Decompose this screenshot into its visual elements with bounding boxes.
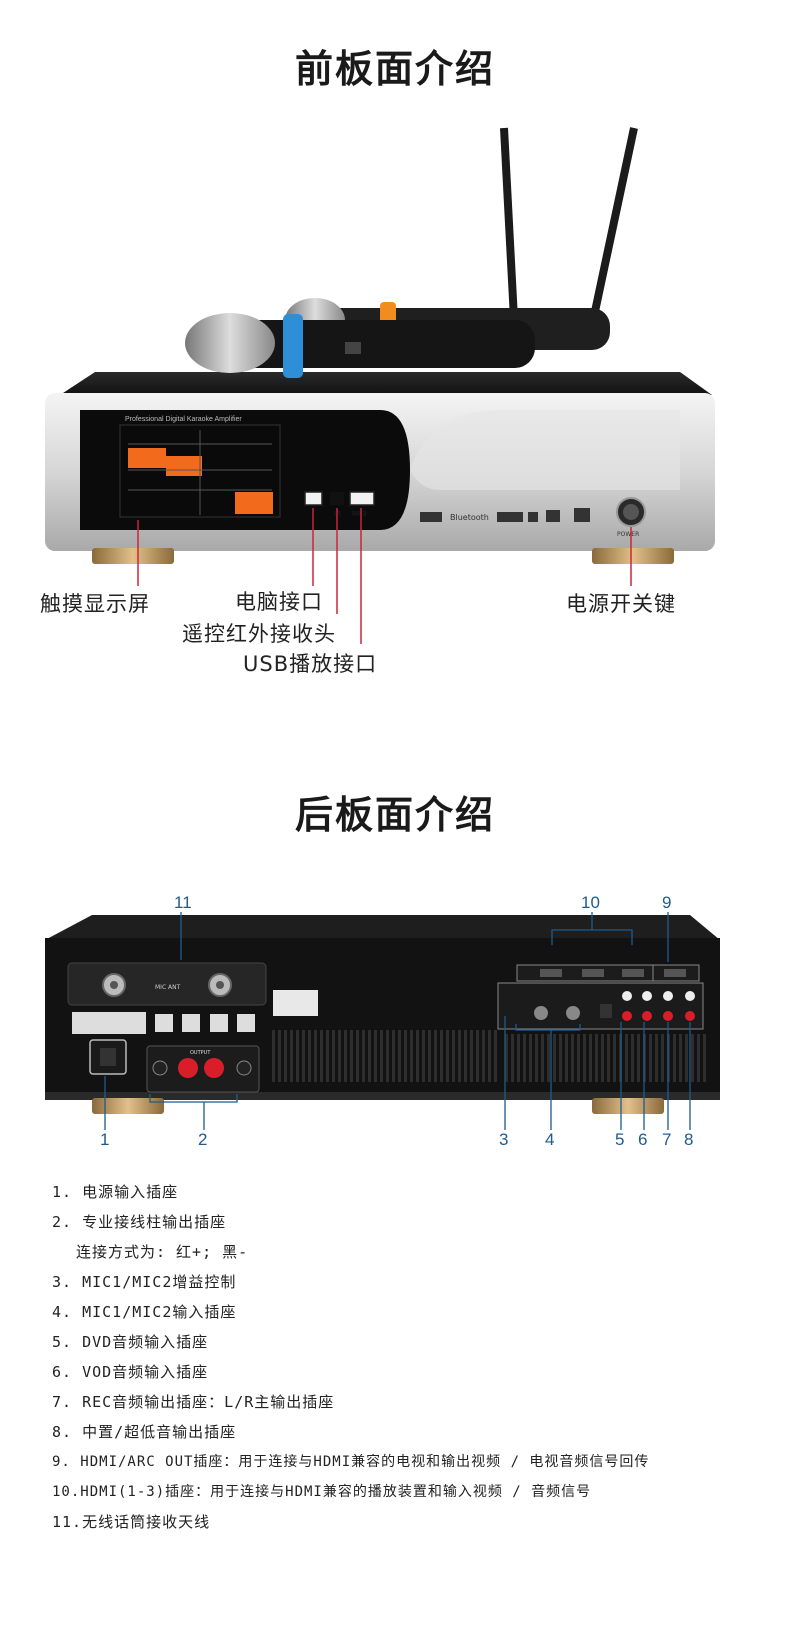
callout-ir-receiver: 遥控红外接收头	[182, 622, 336, 646]
desc-item-6: 6. VOD音频输入插座	[52, 1363, 209, 1381]
callout-touchscreen: 触摸显示屏	[40, 592, 150, 616]
desc-item-5: 5. DVD音频输入插座	[52, 1333, 209, 1351]
callout-power-key: 电源开关键	[566, 592, 676, 616]
screen-header: Professional Digital Karaoke Amplifier	[125, 416, 242, 423]
front-callout-lines	[137, 508, 632, 644]
rear-number-8: 8	[684, 1130, 694, 1149]
callout-usb-port: USB播放接口	[243, 652, 378, 676]
rear-number-3: 3	[499, 1130, 509, 1149]
touchscreen[interactable]	[119, 424, 281, 518]
rear-number-4: 4	[545, 1130, 555, 1149]
usb-port-label: MP3	[352, 510, 367, 518]
antenna-label: MIC ANT	[155, 984, 181, 991]
front-panel-title: 前板面介绍	[294, 47, 495, 91]
desc-item-8: 8. 中置/超低音输出插座	[52, 1423, 237, 1441]
desc-item-7: 7. REC音频输出插座：L/R主输出插座	[52, 1393, 335, 1411]
power-input-socket[interactable]	[89, 1039, 127, 1075]
callout-pc-port: 电脑接口	[235, 590, 323, 614]
rear-number-6: 6	[638, 1130, 648, 1149]
usb-playback-port[interactable]	[349, 491, 375, 506]
rear-number-7: 7	[662, 1130, 672, 1149]
audio-io-panel[interactable]	[497, 982, 704, 1030]
desc-item-1: 1. 电源输入插座	[52, 1183, 179, 1201]
desc-item-11: 11.无线话筒接收天线	[52, 1513, 211, 1531]
rear-number-10: 10	[581, 893, 600, 912]
microphone-front	[185, 313, 535, 378]
rear-callout-lines	[104, 912, 691, 1130]
desc-item-3: 3. MIC1/MIC2增益控制	[52, 1273, 237, 1291]
desc-item-10: 10.HDMI(1-3)插座：用于连接与HDMI兼容的播放装置和输入视频 / 音…	[52, 1484, 592, 1500]
antenna-left	[500, 127, 519, 338]
rear-number-2: 2	[198, 1130, 208, 1149]
antenna-connectors	[67, 962, 267, 1006]
desc-item-2: 2. 专业接线柱输出插座	[52, 1213, 227, 1231]
desc-item-9: 9. HDMI/ARC OUT插座：用于连接与HDMI兼容的电视和输出视频 / …	[52, 1454, 650, 1470]
ir-receiver	[330, 492, 344, 505]
vent-slots	[272, 1030, 706, 1082]
hdmi-ports[interactable]	[516, 964, 700, 982]
rear-number-5: 5	[615, 1130, 625, 1149]
rear-panel-title: 后板面介绍	[294, 793, 495, 837]
pc-usb-port[interactable]	[304, 491, 323, 506]
desc-item-4: 4. MIC1/MIC2输入插座	[52, 1303, 237, 1321]
bluetooth-logo: Bluetooth	[450, 513, 489, 522]
output-label: OUTPUT	[190, 1050, 211, 1056]
front-device-illustration: Professional Digital Karaoke Amplifier I…	[45, 127, 715, 644]
rear-number-9: 9	[662, 893, 672, 912]
antenna-right	[585, 127, 638, 340]
rear-number-1: 1	[100, 1130, 110, 1149]
power-button[interactable]	[616, 497, 646, 527]
power-knob-label: POWER	[617, 531, 639, 538]
desc-item-2-note: 连接方式为: 红+; 黑-	[76, 1243, 249, 1261]
rear-number-11: 11	[174, 893, 192, 912]
binding-post-output[interactable]	[146, 1045, 260, 1093]
